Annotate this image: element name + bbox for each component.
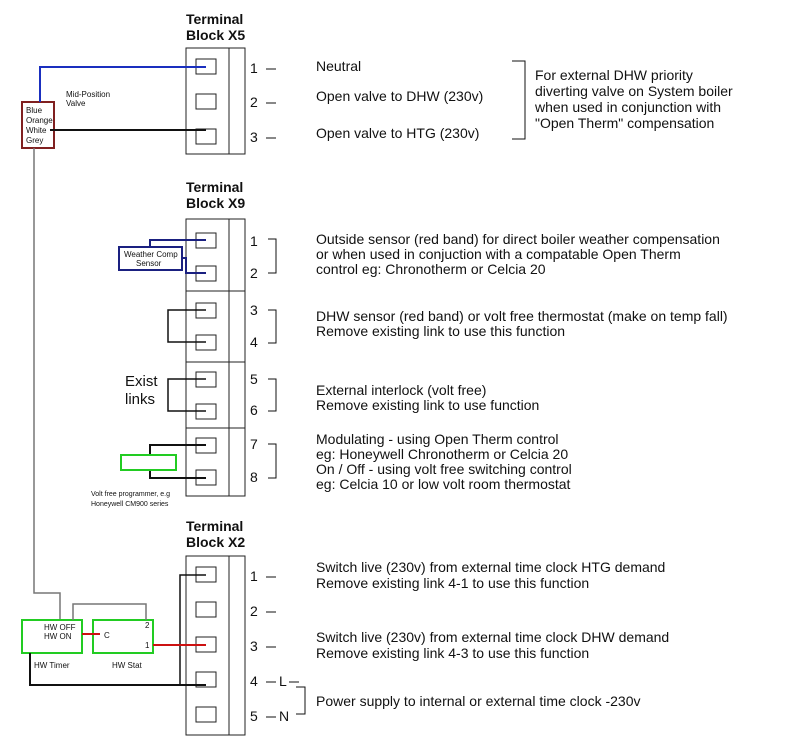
x9-desc-34-line2: Remove existing link to use this functio… [316,323,565,339]
mid-position-valve [21,101,55,149]
programmer-line1: Volt free programmer, e.g [91,491,170,498]
x5-term-1: 1 [250,60,258,76]
block-x9: Terminal Block X9 1 2 3 4 5 6 7 8 Outsid… [91,179,728,508]
x9-desc-34-line1: DHW sensor (red band) or volt free therm… [316,308,728,324]
x9-term-4: 4 [250,334,258,350]
exist-links-line2: links [125,391,155,408]
x9-term-6: 6 [250,402,258,418]
x5-term-3: 3 [250,129,258,145]
valve-label-line2: Valve [66,99,86,108]
wire-blue-neutral [39,66,206,102]
x9-bracket-56 [268,378,277,412]
x2-screw-5 [195,706,217,723]
x9-desc-12-line1: Outside sensor (red band) for direct boi… [316,231,720,247]
x2-term-1: 1 [250,568,258,584]
x9-desc-56-line2: Remove existing link to use function [316,397,539,413]
x9-desc-78-line1: Modulating - using Open Therm control [316,431,559,447]
x5-note-line4: "Open Therm" compensation [535,115,714,131]
hw-timer [21,619,83,654]
x5-note-line2: diverting valve on System boiler [535,83,733,99]
programmer-line2: Honeywell CM900 series [91,501,169,508]
block-x2: Terminal Block X2 1 2 3 4 5 L N Switch l… [21,518,669,736]
x2-desc-45: Power supply to internal or external tim… [316,693,640,709]
x5-title-line1: Terminal [186,11,243,27]
x9-bracket-12 [268,238,277,274]
stat-2: 2 [145,621,150,630]
sensor-label-line2: Sensor [136,259,162,268]
x5-label-neutral: Neutral [316,58,361,74]
timer-label: HW Timer [34,661,70,670]
x9-desc-78-line2: eg: Honeywell Chronotherm or Celcia 20 [316,446,568,462]
valve-wire-orange: Orange [26,116,53,125]
sensor-label-line1: Weather Comp [124,250,178,259]
x9-term-2: 2 [250,265,258,281]
stat-1: 1 [145,641,150,650]
x2-desc-1-line1: Switch live (230v) from external time cl… [316,559,665,575]
x2-suffix-n: N [279,708,289,724]
x9-desc-56-line1: External interlock (volt free) [316,382,486,398]
exist-links-line1: Exist [125,373,158,390]
valve-wire-grey: Grey [26,136,43,145]
block-x5: Terminal Block X5 1 2 3 Neutral Open val… [21,11,733,620]
x9-title-line2: Block X9 [186,195,245,211]
x2-desc-1-line2: Remove existing link 4-1 to use this fun… [316,575,589,591]
stat-label: HW Stat [112,661,143,670]
x2-desc-3-line1: Switch live (230v) from external time cl… [316,629,669,645]
existing-link-56 [167,378,206,412]
wire-grey-to-timer [33,148,61,620]
x9-terminal-block [185,218,246,497]
x5-title-line2: Block X5 [186,27,245,43]
valve-label-line1: Mid-Position [66,90,110,99]
x2-title-line2: Block X2 [186,534,245,550]
x9-term-7: 7 [250,436,258,452]
x9-term-3: 3 [250,302,258,318]
timer-hw-off: HW OFF [44,623,76,632]
x5-label-open-dhw: Open valve to DHW (230v) [316,88,483,104]
x5-screw-3 [195,128,217,145]
x5-note-line1: For external DHW priority [535,67,693,83]
x9-bracket-78 [268,443,277,479]
x9-desc-12-line2: or when used in conjuction with a compat… [316,246,681,262]
x2-screw-4 [195,671,217,688]
hw-stat [92,619,154,654]
x2-term-3: 3 [250,638,258,654]
x2-title-line1: Terminal [186,518,243,534]
valve-wire-blue: Blue [26,106,43,115]
x9-desc-78-line4: eg: Celcia 10 or low volt room thermosta… [316,476,571,492]
x2-term-2: 2 [250,603,258,619]
x9-term-5: 5 [250,371,258,387]
existing-link-34 [167,309,206,343]
x9-desc-12-line3: control eg: Chronotherm or Celcia 20 [316,261,546,277]
x9-bracket-34 [268,309,277,344]
x5-screw-2 [195,93,217,110]
x2-desc-3-line2: Remove existing link 4-3 to use this fun… [316,645,589,661]
x2-term-5: 5 [250,708,258,724]
stat-c: C [104,631,110,640]
wire-timer-live [29,653,206,686]
x2-screw-2 [195,601,217,618]
x9-term-8: 8 [250,469,258,485]
x9-desc-78-line3: On / Off - using volt free switching con… [316,461,572,477]
x2-bracket-45 [296,686,306,715]
wire-programmer-8 [149,470,206,479]
wire-grey-timer-stat [72,603,147,620]
x5-label-open-htg: Open valve to HTG (230v) [316,125,479,141]
x5-term-2: 2 [250,94,258,110]
x2-suffix-l: L [279,673,287,689]
wire-sensor-1 [149,239,206,247]
valve-wire-white: White [26,126,47,135]
x9-title-line1: Terminal [186,179,243,195]
x5-note-line3: when used in conjunction with [534,99,721,115]
wire-programmer-7 [149,444,206,455]
volt-free-programmer [120,454,177,471]
x5-note-bracket [512,60,526,140]
x2-term-4: 4 [250,673,258,689]
x9-term-1: 1 [250,233,258,249]
timer-hw-on: HW ON [44,632,72,641]
wire-sensor-2 [182,257,206,274]
